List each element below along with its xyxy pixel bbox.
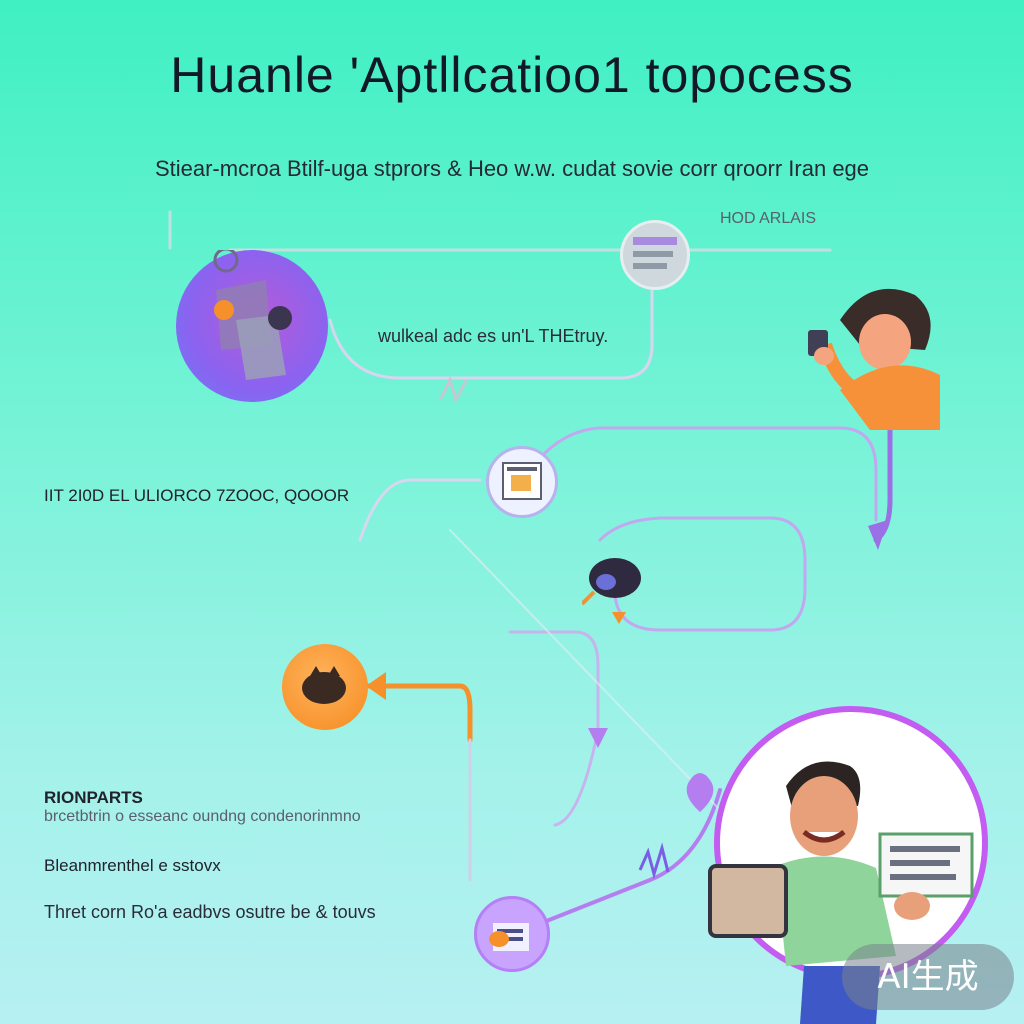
faint-mark bbox=[438, 375, 468, 405]
form-node bbox=[486, 446, 558, 518]
arrowhead-mid-down bbox=[588, 728, 608, 748]
connector-left-doc bbox=[358, 478, 482, 542]
smiling-man-with-laptop-illustration bbox=[708, 761, 974, 1024]
connector-purple-to-grey bbox=[328, 288, 654, 380]
app-screen-icon bbox=[213, 247, 292, 380]
ai-generated-badge: AI生成 bbox=[842, 944, 1014, 1010]
connector-top bbox=[168, 210, 832, 252]
block-line3: Thret corn Ro'a eadbvs osutre be & touvs bbox=[44, 902, 376, 922]
arrowhead-dark-down bbox=[612, 612, 626, 624]
form-icon bbox=[502, 462, 542, 500]
connector-to-bigcircle bbox=[542, 788, 722, 924]
app-screen-node bbox=[176, 247, 328, 402]
block-line1: brcetbtrin o esseanc oundng condenorinmn… bbox=[44, 808, 361, 825]
bird-node bbox=[580, 546, 648, 612]
block-line2: Bleanmrenthel e sstovx bbox=[44, 856, 221, 875]
cat-icon bbox=[302, 666, 346, 704]
label-left: IIT 2I0D EL ULIORCO 7ZOOC, QOOOR bbox=[44, 486, 350, 505]
connector-orange bbox=[365, 683, 473, 743]
folder-node bbox=[474, 896, 550, 972]
folder-icon bbox=[489, 923, 529, 951]
connector-loop-mid bbox=[598, 516, 807, 632]
bird-icon bbox=[580, 558, 641, 606]
connector-curve-bottom bbox=[553, 728, 600, 827]
label-top-right: HOD ARLAIS bbox=[720, 210, 817, 227]
label-center: wulkeal adc es un'L THEtruy. bbox=[378, 326, 609, 346]
connector-loop-top bbox=[528, 426, 878, 522]
connector-mid-to-bottom bbox=[508, 630, 600, 732]
heart-marker bbox=[686, 773, 714, 812]
document-icon bbox=[633, 237, 677, 269]
arrowhead-orange-left bbox=[366, 672, 386, 700]
squiggle-mark bbox=[638, 842, 670, 880]
page-title: Huanle 'Aptllcatioo1 topocess bbox=[170, 47, 854, 103]
cat-node bbox=[282, 644, 368, 730]
connector-faint-diagonal bbox=[449, 529, 721, 811]
arrowhead-purple-right bbox=[868, 520, 888, 550]
document-node bbox=[620, 220, 690, 290]
block-title: RIONPARTS bbox=[44, 788, 143, 807]
page-subtitle: Stiear-mcroa Btilf-uga stprors & Heo w.w… bbox=[154, 156, 870, 181]
person-with-phone-illustration bbox=[808, 288, 940, 430]
